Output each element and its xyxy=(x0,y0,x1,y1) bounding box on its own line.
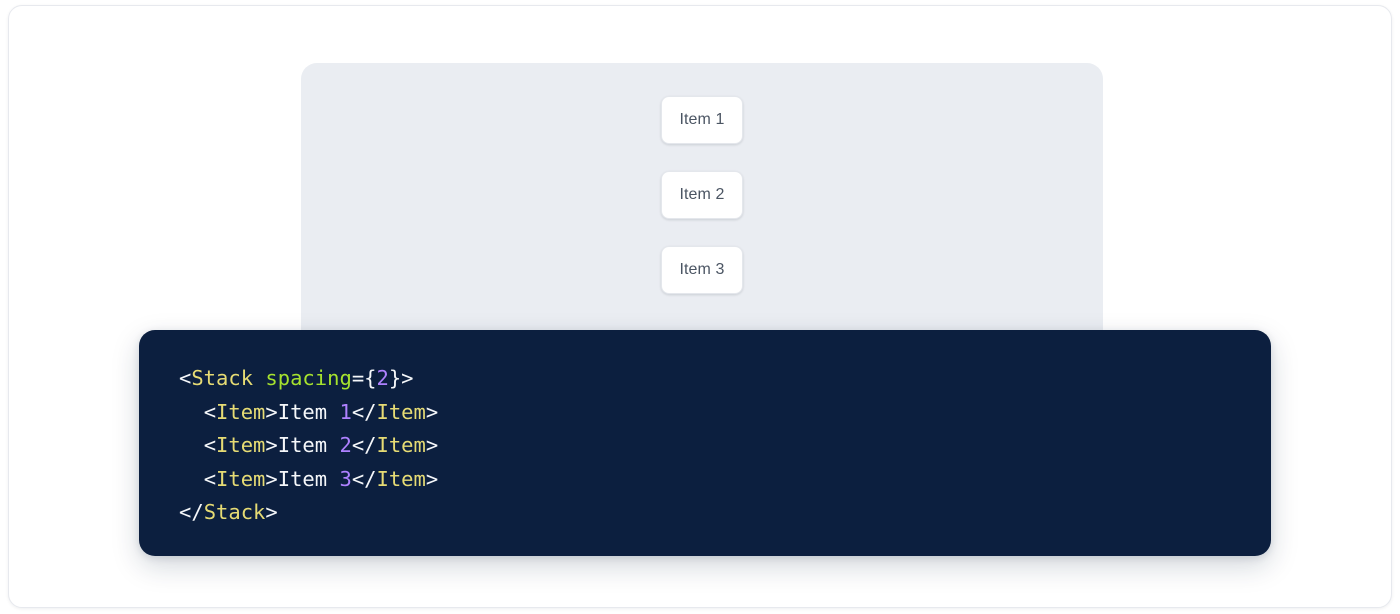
code-token-punct: </ xyxy=(351,399,377,424)
code-line: <Item>Item 2</Item> xyxy=(179,429,1271,463)
code-token-num: 2 xyxy=(339,433,352,458)
code-token-punct: < xyxy=(203,399,217,424)
code-token-punct: < xyxy=(179,366,192,390)
code-token-punct: </ xyxy=(351,433,377,458)
stack-item[interactable]: Item 1 xyxy=(661,96,743,144)
code-token-tag: Item xyxy=(376,433,426,458)
stack-item-label: Item 3 xyxy=(679,261,725,278)
code-token-tag: Stack xyxy=(203,500,266,525)
code-indent xyxy=(179,400,204,424)
code-token-punct: < xyxy=(203,466,217,491)
code-token-punct: ={ xyxy=(351,366,377,390)
code-token-text: Item xyxy=(277,399,340,424)
code-token-punct xyxy=(253,366,265,390)
stack-item[interactable]: Item 3 xyxy=(661,246,743,294)
code-token-punct: > xyxy=(425,466,439,491)
code-token-tag: Item xyxy=(216,399,266,424)
code-snippet-block: <Stack spacing={2}> <Item>Item 1</Item> … xyxy=(139,330,1271,556)
code-token-num: 3 xyxy=(339,466,352,491)
code-token-text: Item xyxy=(277,466,340,491)
code-token-attr: spacing xyxy=(265,366,352,390)
stack-item-label: Item 2 xyxy=(679,186,725,203)
stack-container: Item 1 Item 2 Item 3 xyxy=(301,96,1103,294)
code-line: </Stack> xyxy=(179,496,1271,530)
code-token-punct: </ xyxy=(351,466,377,491)
code-token-punct: > xyxy=(265,466,278,491)
code-token-punct: > xyxy=(425,433,439,458)
code-token-text: Item xyxy=(277,433,340,458)
code-token-punct: > xyxy=(265,399,278,424)
code-token-punct: > xyxy=(425,399,439,424)
code-token-num: 1 xyxy=(339,399,352,424)
stack-item-label: Item 1 xyxy=(679,111,725,128)
code-line: <Item>Item 3</Item> xyxy=(179,463,1271,497)
code-token-tag: Item xyxy=(376,466,426,491)
code-token-num: 2 xyxy=(376,366,389,390)
code-token-tag: Item xyxy=(216,466,266,491)
stack-preview-panel: Item 1 Item 2 Item 3 xyxy=(301,63,1103,363)
code-line: <Item>Item 1</Item> xyxy=(179,396,1271,430)
stack-item[interactable]: Item 2 xyxy=(661,171,743,219)
code-token-punct: > xyxy=(265,500,278,525)
code-token-tag: Stack xyxy=(191,366,254,390)
code-token-punct: < xyxy=(203,433,217,458)
code-line: <Stack spacing={2}> xyxy=(179,362,1271,396)
code-token-tag: Item xyxy=(376,399,426,424)
code-token-punct: > xyxy=(265,433,278,458)
code-token-punct: </ xyxy=(179,500,204,525)
code-content: <Stack spacing={2}> <Item>Item 1</Item> … xyxy=(179,362,1271,530)
code-token-punct: }> xyxy=(388,366,414,390)
code-indent xyxy=(179,467,204,491)
code-indent xyxy=(179,433,204,457)
code-token-tag: Item xyxy=(216,433,266,458)
